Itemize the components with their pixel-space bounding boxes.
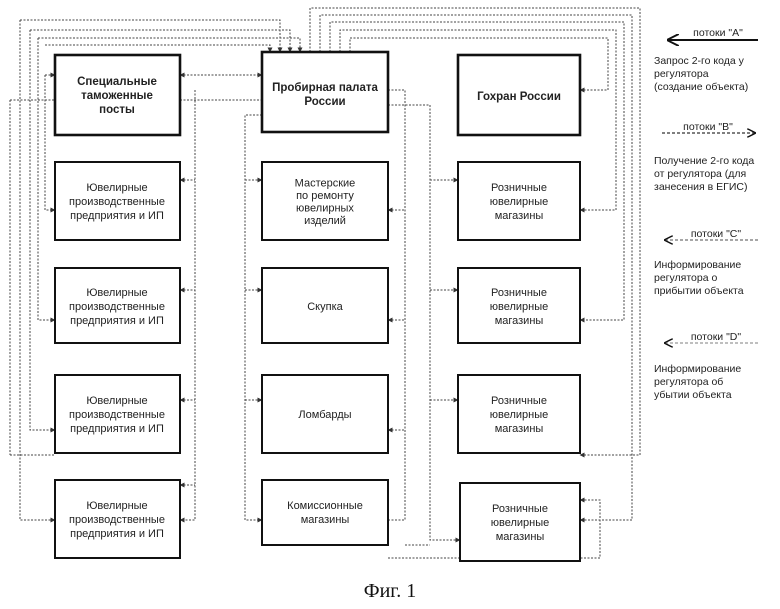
node-retail-3-box — [457, 374, 581, 454]
bus-left-b — [29, 30, 56, 433]
top-loop-f — [319, 14, 633, 523]
node-retail-1-box — [457, 161, 581, 241]
legend-flow-c: потоки "С" — [691, 228, 742, 240]
node-jewel-3-box — [54, 374, 181, 454]
node-repair-box — [261, 161, 389, 241]
node-pawn: Ломбарды — [298, 409, 351, 421]
node-gokhran-box — [456, 53, 582, 137]
top-loop-h — [339, 29, 617, 213]
bus-left-a — [19, 20, 56, 523]
node-buyup-box — [261, 267, 389, 344]
node-customs-box — [53, 53, 182, 137]
bus-left-c — [37, 38, 56, 323]
node-gokhran: Гохран России — [477, 91, 561, 103]
legend-flow-a: потоки "А" — [693, 27, 743, 39]
bus-left-d — [44, 75, 56, 213]
top-loop-d — [45, 44, 273, 53]
top-loop-g — [329, 21, 625, 323]
bus-center-right — [388, 89, 406, 521]
node-buyup: Скупка — [307, 301, 343, 313]
top-loop-c — [38, 37, 303, 53]
node-commission-box — [261, 479, 389, 546]
top-loop-e — [309, 7, 641, 458]
nodes — [53, 50, 582, 562]
top-loop-i — [349, 37, 609, 93]
node-retail-4-box — [459, 482, 581, 562]
legend-flow-d: потоки "D" — [691, 331, 742, 343]
node-pawn-box — [261, 374, 389, 454]
top-loop-b — [30, 29, 293, 53]
figure-caption: Фиг. 1 — [363, 580, 417, 602]
bus-mid-left — [179, 90, 196, 523]
bus-retail — [388, 104, 461, 543]
node-jewel-1-box — [54, 161, 181, 241]
legend-flow-b: потоки "В" — [683, 121, 733, 133]
top-loop-a — [20, 19, 283, 53]
node-assay-box — [260, 50, 390, 134]
node-jewel-2-box — [54, 267, 181, 344]
node-jewel-4-box — [54, 479, 181, 559]
node-retail-2-box — [457, 267, 581, 344]
bus-center-left — [244, 114, 263, 523]
